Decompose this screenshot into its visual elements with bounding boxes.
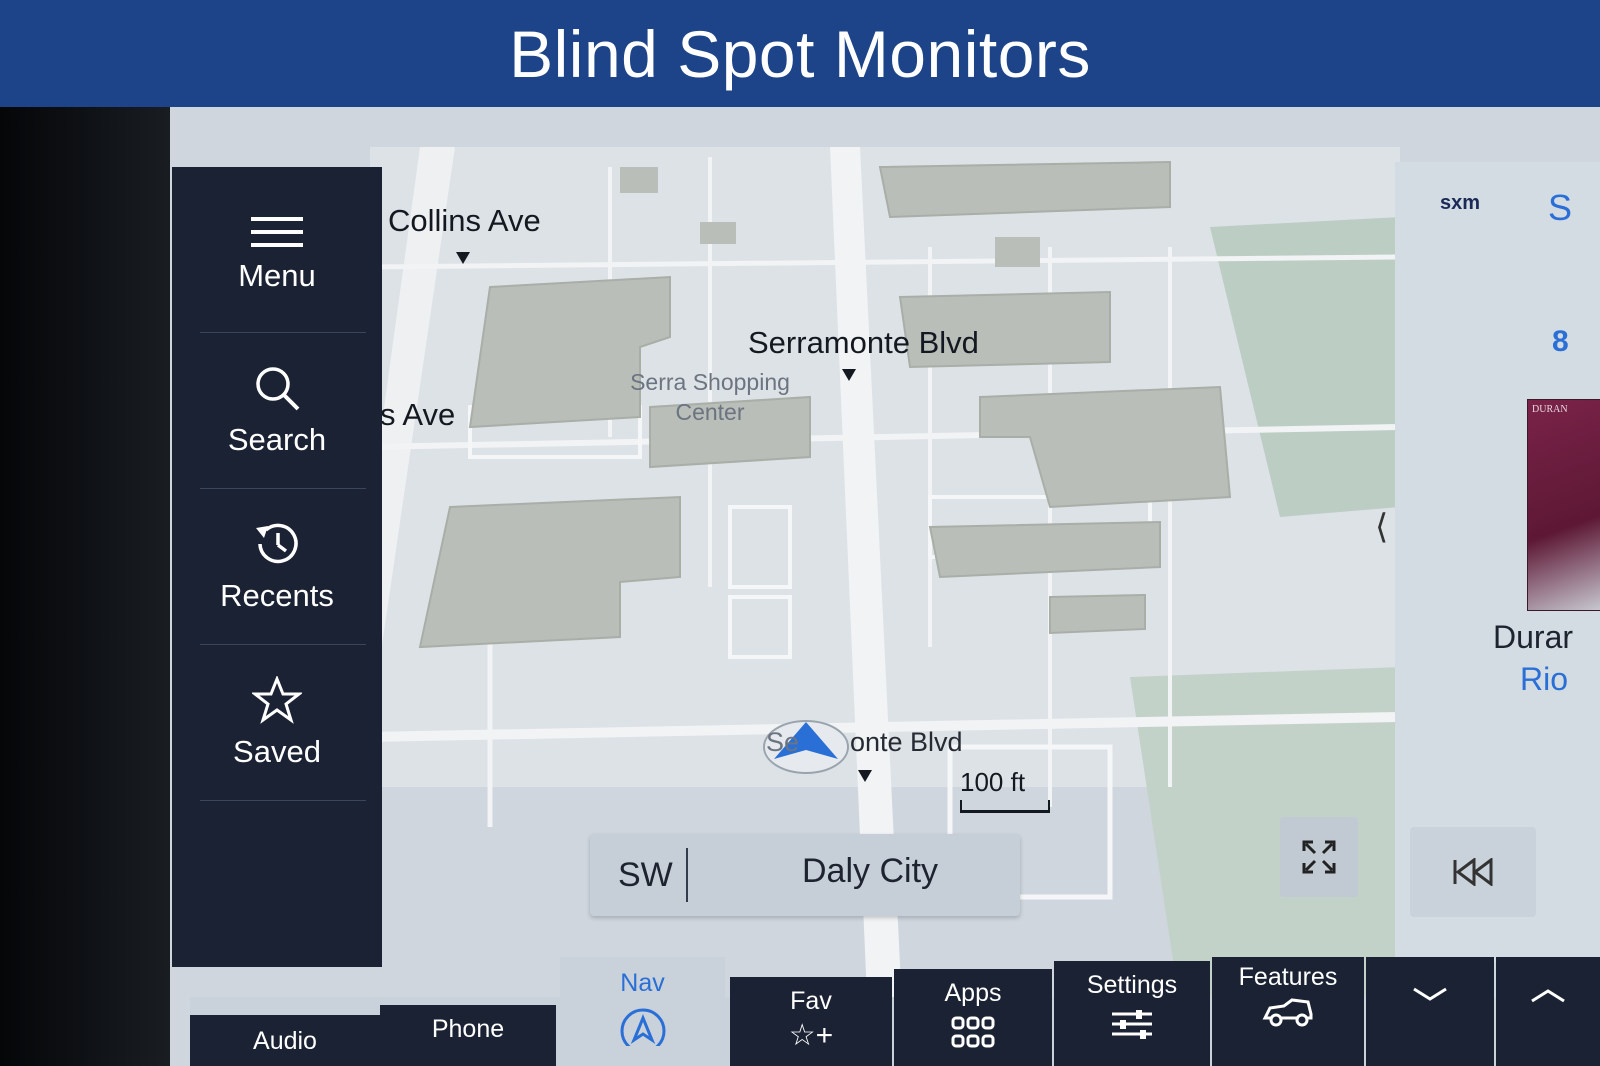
chevron-up-icon	[1531, 989, 1565, 1003]
hamburger-icon	[251, 217, 303, 247]
street-marker	[858, 770, 872, 782]
tab-settings[interactable]: Settings	[1054, 961, 1210, 1066]
screen-bezel	[0, 107, 175, 1066]
vehicle-arrow-icon	[774, 722, 838, 759]
album-art-text: DURAN	[1532, 404, 1568, 415]
tab-apps-label: Apps	[944, 979, 1002, 1007]
tab-fav-label: Fav	[790, 987, 832, 1015]
street-label-collins-ave: Collins Ave	[388, 203, 541, 238]
siriusxm-logo: sxm	[1440, 192, 1481, 214]
media-header-partial: S	[1548, 187, 1573, 228]
tab-features[interactable]: Features	[1212, 957, 1364, 1066]
street-label-partial-ave: s Ave	[380, 397, 456, 432]
chevron-down-icon	[1413, 987, 1447, 1001]
tab-fav[interactable]: Fav ☆+	[730, 977, 892, 1066]
tab-apps[interactable]: Apps	[894, 969, 1052, 1066]
star-icon	[252, 676, 302, 724]
vehicle-icon	[1262, 998, 1313, 1027]
menu-divider	[200, 332, 366, 333]
current-city: Daly City	[802, 852, 939, 890]
menu-divider	[200, 800, 366, 801]
tab-settings-label: Settings	[1086, 971, 1178, 999]
nav-side-menu: Menu Search Recents Saved	[172, 167, 382, 967]
banner-title: Blind Spot Monitors	[509, 16, 1091, 91]
song-title: Rio	[1520, 661, 1569, 697]
collapse-bar-button[interactable]	[1366, 957, 1494, 1066]
apps-grid-icon	[951, 1016, 995, 1048]
bottom-tab-bar: Audio Phone Nav Fav ☆+ Apps	[190, 957, 1600, 1066]
infotainment-screen: Collins Ave Serramonte Blvd s Ave Se ont…	[170, 107, 1600, 1066]
fav-star-plus-icon: ☆+	[788, 1019, 834, 1052]
fullscreen-map-button[interactable]	[1280, 817, 1358, 897]
map-scale-bar	[960, 800, 1050, 813]
map-scale: 100 ft	[960, 767, 1050, 813]
skip-previous-icon	[1453, 858, 1493, 886]
tab-audio[interactable]: Audio	[190, 1015, 380, 1066]
poi-label-serra-shopping-center: Serra Shopping Center	[630, 369, 790, 425]
expand-icon	[1302, 840, 1336, 874]
history-icon	[256, 523, 298, 564]
bar-divider	[686, 848, 688, 902]
map-scale-label: 100 ft	[960, 767, 1026, 797]
tab-phone-label: Phone	[431, 1015, 505, 1043]
menu-divider	[200, 644, 366, 645]
tab-nav-label: Nav	[620, 969, 665, 997]
search-button[interactable]: Search	[172, 333, 382, 489]
tab-phone[interactable]: Phone	[380, 1005, 556, 1066]
tab-nav[interactable]: Nav	[560, 957, 725, 1066]
menu-button[interactable]: Menu	[172, 177, 382, 333]
nav-compass-icon	[620, 1008, 665, 1046]
street-label-serramonte-lower: onte Blvd	[850, 727, 963, 757]
title-banner: Blind Spot Monitors	[0, 0, 1600, 107]
collapse-panel-chevron-icon[interactable]: ⟨	[1375, 508, 1389, 546]
menu-label: Menu	[238, 258, 316, 293]
street-marker	[456, 252, 470, 264]
menu-divider	[200, 488, 366, 489]
skip-previous-button[interactable]	[1410, 827, 1536, 917]
artist-name: Durar	[1493, 619, 1574, 655]
street-marker	[842, 369, 856, 381]
album-art: DURAN	[1527, 399, 1600, 611]
compass-heading: SW	[618, 856, 673, 894]
recents-button[interactable]: Recents	[172, 489, 382, 645]
saved-label: Saved	[233, 734, 321, 769]
recents-label: Recents	[220, 578, 334, 613]
search-icon	[256, 367, 300, 411]
tab-features-label: Features	[1238, 963, 1338, 991]
settings-sliders-icon	[1112, 1010, 1152, 1039]
navigation-map[interactable]	[170, 107, 1600, 1066]
channel-number-partial: 8	[1552, 325, 1569, 358]
heading-city-bar[interactable]: SW Daly City	[590, 834, 1020, 916]
search-label: Search	[227, 422, 327, 457]
street-label-serramonte-hidden: Se	[766, 727, 800, 757]
street-label-serramonte-blvd: Serramonte Blvd	[748, 325, 979, 360]
tab-audio-label: Audio	[253, 1027, 317, 1055]
saved-button[interactable]: Saved	[172, 645, 382, 801]
expand-bar-button[interactable]	[1496, 957, 1600, 1066]
